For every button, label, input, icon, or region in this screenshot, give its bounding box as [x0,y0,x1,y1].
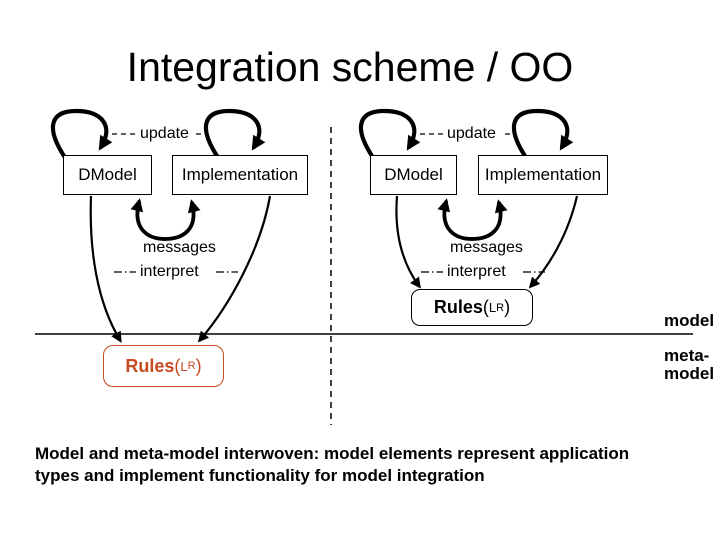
rules-close-paren-right: ) [504,297,511,317]
rules-subscript-left: R [187,360,196,372]
interpret-curve-right-dmodel-to-rules [395,195,421,289]
model-region-label: model [664,311,715,330]
rules-language-left: L [180,358,188,374]
update-label-left: update [140,125,189,142]
messages-label-left: messages [143,239,216,256]
dmodel-label-left: DModel [78,165,137,184]
interpret-curve-right-implementation-to-rules [528,195,579,289]
self-loop-arrow-right-dmodel [358,108,421,159]
rules-subscript-right: R [496,301,505,314]
implementation-label-left: Implementation [181,165,299,184]
implementation-box-right: Implementation [478,155,608,195]
messages-arrow-right-to-implementation [470,199,508,241]
rules-label-left: Rules [125,355,175,376]
self-loop-arrow-left-implementation [203,108,266,159]
implementation-box-left: Implementation [172,155,308,195]
messages-arrow-right-to-dmodel [437,198,474,241]
implementation-label-right: Implementation [484,165,602,184]
messages-arrow-left-to-dmodel [130,198,167,241]
self-loop-arrow-right-implementation [511,108,574,159]
rules-label-right: Rules [433,297,483,317]
dmodel-box-left: DModel [63,155,152,195]
messages-label-right: messages [450,239,523,256]
rules-open-paren-left: ( [174,355,181,376]
rules-close-paren-left: ) [195,355,202,376]
slide-caption: Model and meta-model interwoven: model e… [35,444,630,485]
interpret-label-right: interpret [447,263,506,280]
rules-language-right: L [488,300,497,315]
dmodel-label-right: DModel [384,165,443,184]
self-loop-arrow-left-dmodel [50,108,113,159]
rules-open-paren-right: ( [482,297,489,317]
interpret-curve-left-dmodel-to-rules [89,195,122,343]
metamodel-region-label: meta- model [664,347,714,383]
metamodel-label-line1: meta- [664,346,710,365]
interpret-label-left: interpret [140,263,199,280]
dmodel-box-right: DModel [370,155,457,195]
messages-arrow-left-to-implementation [163,199,201,241]
update-label-right: update [447,125,496,142]
interpret-curve-left-implementation-to-rules [197,195,272,343]
page-title: Integration scheme / OO [126,44,574,90]
metamodel-label-line2: model [664,364,715,383]
